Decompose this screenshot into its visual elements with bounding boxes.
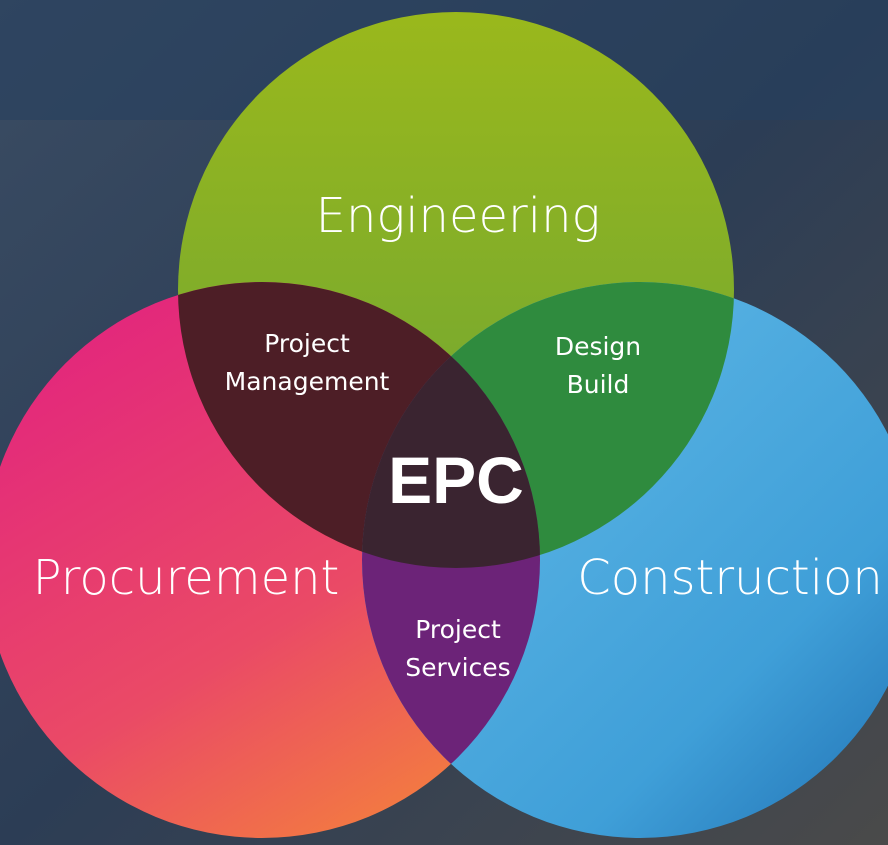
epc-region [362, 282, 540, 568]
design-build-label-line1: Design [555, 332, 641, 361]
project-management-label-line1: Project [264, 329, 350, 358]
project-management-label-line2: Management [225, 367, 390, 396]
procurement-label: Procurement [33, 550, 340, 606]
construction-label: Construction [577, 550, 883, 606]
project-services-label-line2: Services [405, 653, 510, 682]
engineering-label: Engineering [316, 188, 601, 244]
epc-label: EPC [388, 443, 524, 517]
design-build-label-line2: Build [567, 370, 630, 399]
project-services-label-line1: Project [415, 615, 501, 644]
